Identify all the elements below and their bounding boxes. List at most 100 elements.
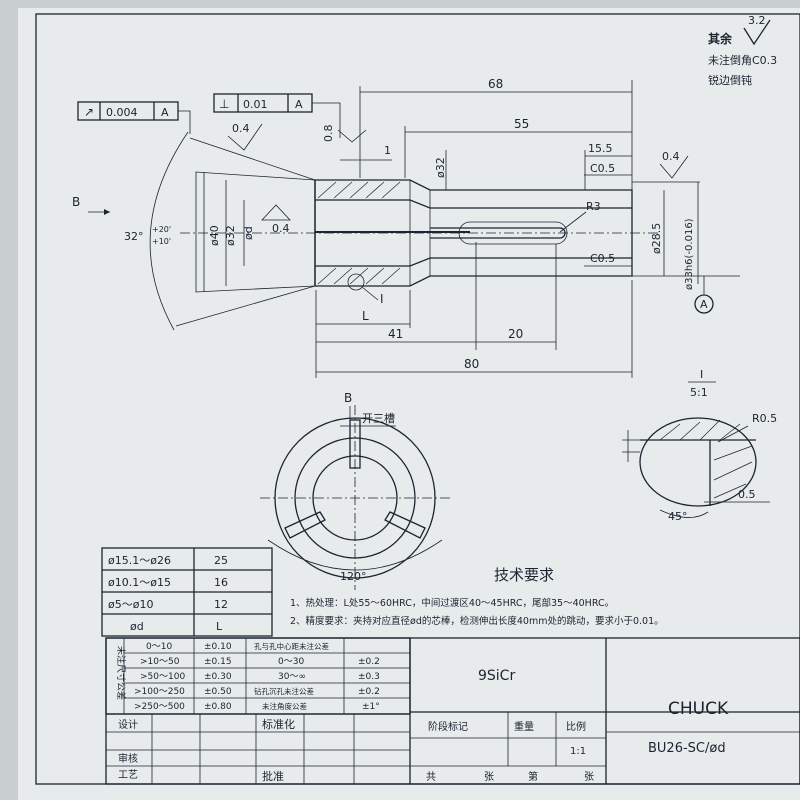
svg-text:0.5: 0.5 [738, 488, 756, 501]
view-b-arrow-icon [104, 209, 110, 215]
slot-angle: 120° [340, 570, 367, 583]
svg-text:重量: 重量 [514, 720, 534, 733]
detail-i-label: I [380, 292, 384, 306]
svg-text:0.4: 0.4 [272, 222, 290, 235]
material: 9SiCr [478, 668, 515, 684]
svg-text:1:1: 1:1 [570, 746, 586, 757]
rest-label: 其余 [708, 31, 733, 46]
svg-text:>250～500: >250～500 [134, 702, 185, 712]
perpendicular-symbol-icon: ⊥ [219, 97, 229, 111]
svg-text:ød: ød [242, 226, 255, 240]
svg-text:45°: 45° [668, 510, 688, 523]
technical-requirements: 技术要求 1、热处理：L处55～60HRC，中间过渡区40～45HRC，尾部35… [290, 566, 664, 627]
svg-text:32°: 32° [124, 230, 144, 243]
svg-text:5:1: 5:1 [690, 386, 708, 399]
runout-symbol-icon: ↗ [84, 105, 94, 119]
svg-text:16: 16 [214, 576, 228, 589]
svg-text:30～∞: 30～∞ [278, 672, 306, 682]
svg-text:钻孔沉孔未注公差: 钻孔沉孔未注公差 [254, 686, 314, 696]
slot-label: 开三槽 [362, 412, 395, 425]
dimensions-main: 68 55 15.5 C0.5 C0.5 1 ø32 R3 ø28.5 ø33h… [72, 77, 740, 378]
svg-text:张: 张 [584, 771, 594, 783]
section-view-b: B 开三槽 120° [260, 391, 450, 590]
svg-text:共: 共 [426, 771, 436, 783]
svg-text:ø28.5: ø28.5 [650, 223, 663, 254]
svg-text:ød: ød [130, 620, 144, 633]
svg-text:0.8: 0.8 [322, 125, 335, 143]
svg-text:设计: 设计 [118, 718, 138, 731]
svg-text:0.01: 0.01 [243, 98, 268, 111]
svg-text:±0.10: ±0.10 [204, 642, 232, 652]
svg-text:ø10.1～ø15: ø10.1～ø15 [108, 576, 171, 589]
svg-text:第: 第 [528, 770, 538, 783]
svg-text:L: L [216, 620, 223, 633]
svg-text:±0.2: ±0.2 [358, 657, 380, 667]
roughness-symbol-icon [743, 19, 771, 46]
svg-text:>10～50: >10～50 [140, 657, 180, 667]
svg-text:>100～250: >100～250 [134, 687, 185, 697]
chamfer-note: 未注倒角C0.3 [708, 53, 777, 67]
svg-text:±0.2: ±0.2 [358, 687, 380, 697]
roughness-symbol-icon [337, 129, 367, 143]
roughness-symbol-icon [227, 123, 263, 151]
paper-sheet [18, 8, 800, 800]
svg-text:12: 12 [214, 598, 228, 611]
svg-text:ø40: ø40 [208, 225, 221, 246]
svg-text:标准化: 标准化 [262, 717, 295, 731]
svg-text:ø15.1～ø26: ø15.1～ø26 [108, 554, 171, 567]
svg-text:L: L [362, 309, 369, 323]
svg-text:55: 55 [514, 117, 529, 131]
svg-text:I: I [700, 368, 703, 381]
svg-text:68: 68 [488, 77, 503, 91]
part-name: CHUCK [668, 699, 729, 719]
svg-text:批准: 批准 [262, 769, 284, 783]
svg-text:审核: 审核 [118, 752, 138, 765]
roughness-symbol-icon [659, 155, 689, 179]
svg-text:ø32: ø32 [434, 157, 447, 178]
svg-text:A: A [295, 98, 303, 111]
svg-text:±1°: ±1° [362, 702, 380, 712]
svg-text:±0.3: ±0.3 [358, 672, 380, 682]
perpendicularity-frame: ⊥ 0.01 A [213, 93, 341, 138]
rest-roughness: 3.2 [748, 14, 766, 27]
svg-text:孔与孔中心距未注公差: 孔与孔中心距未注公差 [254, 641, 329, 651]
svg-text:未注尺寸公差: 未注尺寸公差 [115, 646, 127, 700]
svg-text:0.4: 0.4 [232, 122, 250, 135]
svg-text:ø33h6(-0.016): ø33h6(-0.016) [684, 218, 695, 290]
tech-req-title: 技术要求 [494, 566, 554, 584]
svg-text:15.5: 15.5 [588, 142, 613, 155]
tech-req-item-2: 2、精度要求：夹持对应直径ød的芯棒，检测伸出长度40mm处的跳动，要求小于0.… [290, 615, 664, 627]
title-block: 9SiCr CHUCK BU26-SC/ød 设计 标准化 审核 工艺 批准 阶… [105, 637, 800, 785]
svg-text:C0.5: C0.5 [590, 252, 615, 265]
svg-text:0～10: 0～10 [146, 642, 172, 652]
svg-text:0.4: 0.4 [662, 150, 680, 163]
datum-a-marker [694, 294, 714, 314]
svg-text:工艺: 工艺 [118, 769, 138, 781]
l-size-table: ø15.1～ø26 25 ø10.1～ø15 16 ø5～ø10 12 ød L [101, 547, 273, 637]
svg-text:+20': +20' [152, 225, 171, 234]
svg-text:25: 25 [214, 554, 228, 567]
svg-text:R0.5: R0.5 [752, 412, 777, 425]
svg-text:A: A [161, 106, 169, 119]
notes-top-right: 其余 3.2 未注倒角C0.3 锐边倒钝 [708, 14, 777, 87]
detail-i-marker [347, 273, 365, 291]
svg-text:0.004: 0.004 [106, 106, 138, 119]
svg-text:C0.5: C0.5 [590, 162, 615, 175]
svg-text:张: 张 [484, 771, 494, 783]
svg-text:未注角度公差: 未注角度公差 [262, 701, 307, 711]
svg-text:80: 80 [464, 357, 479, 371]
detail-view-i: I 5:1 R0.5 0.5 45° [622, 368, 777, 523]
svg-text:ø5～ø10: ø5～ø10 [108, 598, 153, 611]
roughness-symbol-icon [261, 204, 291, 221]
tech-req-item-1: 1、热处理：L处55～60HRC，中间过渡区40～45HRC，尾部35～40HR… [290, 597, 614, 609]
svg-text:41: 41 [388, 327, 403, 341]
svg-text:ø32: ø32 [224, 225, 237, 246]
svg-text:阶段标记: 阶段标记 [428, 720, 468, 733]
svg-text:B: B [72, 195, 80, 209]
svg-text:B: B [344, 391, 352, 405]
svg-text:>50～100: >50～100 [140, 672, 185, 682]
sharp-edge-note: 锐边倒钝 [708, 73, 752, 87]
svg-text:比例: 比例 [566, 720, 586, 733]
svg-text:20: 20 [508, 327, 523, 341]
